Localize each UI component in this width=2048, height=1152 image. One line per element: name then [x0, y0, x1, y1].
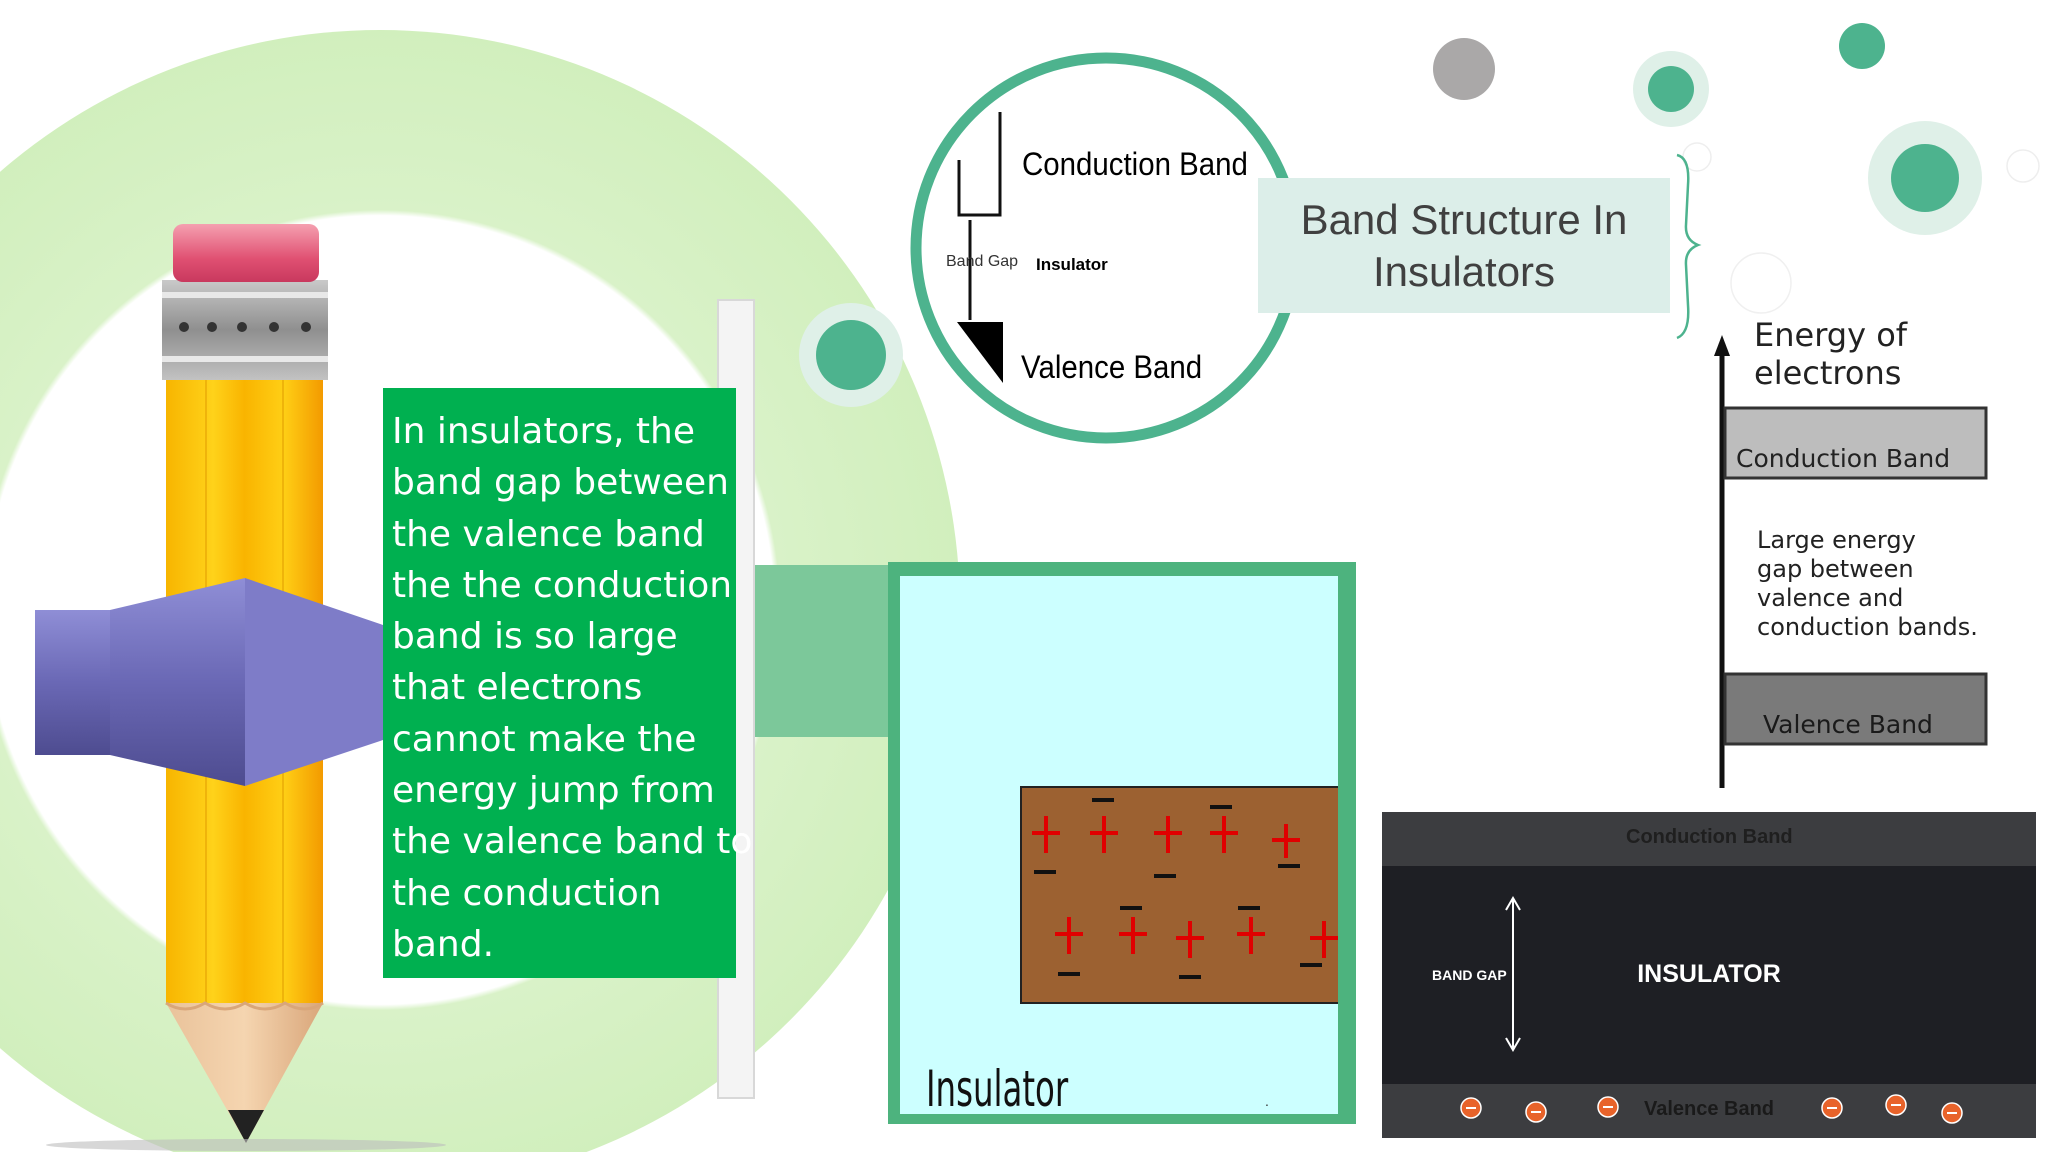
white-dot-3	[1730, 252, 1792, 314]
circle-conduction-band-label: Conduction Band	[1022, 146, 1248, 182]
energy-axis-label-line-1: Energy of	[1754, 316, 1908, 354]
dark-band-diagram: Conduction Band BAND GAP INSULATOR Valen…	[1382, 812, 2036, 1138]
title-line-2: Insulators	[1372, 247, 1556, 295]
insulator-caption: Insulator	[926, 1060, 1069, 1118]
description-line: In insulators, the	[392, 411, 695, 452]
energy-valence-band-label: Valence Band	[1763, 710, 1933, 739]
dark-valence-strip	[1382, 1084, 2036, 1138]
curly-brace	[1676, 153, 1702, 340]
dark-conduction-strip	[1382, 812, 2036, 866]
energy-gap-line-1: Large energy	[1757, 526, 1916, 554]
circle-valence-band-label: Valence Band	[1021, 349, 1203, 385]
energy-axis-label-line-2: electrons	[1754, 354, 1902, 392]
circle-insulator-label: Insulator	[1036, 255, 1108, 274]
energy-gap-line-2: gap between	[1757, 555, 1914, 583]
arrow-pointer	[35, 578, 383, 786]
teal-dot	[816, 320, 886, 390]
teal-dot-4	[1891, 144, 1959, 212]
description-line: the valence band to	[392, 821, 753, 863]
insulator-figure: . Insulator	[888, 562, 1356, 1124]
slide-title: Band Structure In Insulators	[1258, 178, 1670, 313]
teal-dot-3	[1839, 23, 1885, 69]
energy-diagram	[1714, 335, 1988, 788]
energy-conduction-band-label: Conduction Band	[1736, 444, 1951, 473]
teal-dot-2	[1648, 66, 1694, 112]
dark-conduction-band-label: Conduction Band	[1626, 826, 1793, 848]
description-panel: In insulators, the band gap between the …	[383, 388, 753, 978]
description-line: band.	[392, 923, 495, 965]
title-line-1: Band Structure In	[1300, 195, 1628, 243]
description-line: band is so large	[392, 616, 678, 658]
description-line: the valence band	[392, 513, 705, 555]
description-line: that electrons	[392, 667, 643, 709]
svg-text:.: .	[1265, 1093, 1269, 1109]
gray-dot	[1433, 38, 1495, 100]
energy-gap-line-3: valence and	[1757, 584, 1904, 612]
dark-diagram-graphics	[1460, 896, 1963, 1124]
description-line: band gap between	[392, 462, 729, 504]
description-line: cannot make the	[392, 718, 697, 760]
circle-band-gap-label: Band Gap	[946, 253, 1019, 270]
valence-symbol	[957, 322, 1003, 383]
charge-box: .	[1020, 786, 1338, 1109]
energy-gap-line-4: conduction bands.	[1757, 613, 1978, 641]
description-line: the the conduction	[392, 564, 733, 606]
insulator-figure-background: . Insulator	[900, 576, 1338, 1118]
connector-band	[755, 565, 895, 737]
white-dot-1	[2006, 149, 2040, 183]
band-symbol	[957, 112, 1002, 320]
dark-insulator-label: INSULATOR	[1637, 960, 1781, 988]
dark-band-gap-label: BAND GAP	[1432, 967, 1507, 983]
dark-valence-band-label: Valence Band	[1643, 1098, 1775, 1120]
description-line: the conduction	[392, 872, 662, 914]
description-line: energy jump from	[392, 770, 715, 812]
